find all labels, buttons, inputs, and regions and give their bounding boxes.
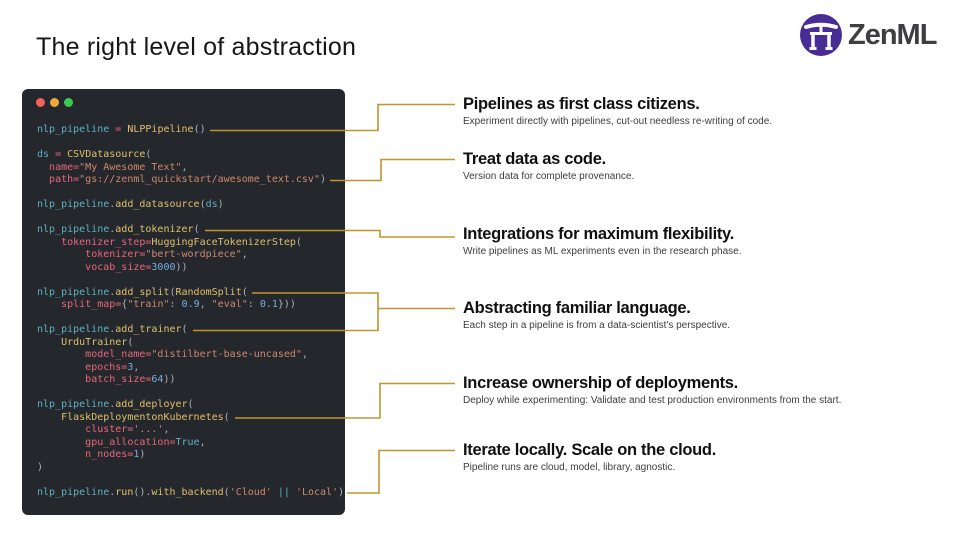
annotation-subtitle: Experiment directly with pipelines, cut-… (463, 116, 773, 127)
annotation-title: Abstracting familiar language. (463, 299, 691, 317)
code-line: tokenizer="bert-wordpiece", (85, 249, 248, 260)
code-line: name="My Awesome Text", (49, 161, 188, 173)
window-close-icon (36, 98, 45, 107)
code-line: FlaskDeploymentonKubernetes( (61, 411, 230, 423)
annotation-item: Integrations for maximum flexibility. Wri… (463, 224, 943, 258)
annotation-item: Abstracting familiar language. Each step … (463, 298, 943, 332)
code-line: nlp_pipeline.add_datasource(ds) (37, 199, 224, 210)
annotation-title: Treat data as code. (463, 150, 606, 168)
page-title: The right level of abstraction (36, 33, 357, 61)
code-editor-window: nlp_pipeline = NLPPipeline() ds = CSVDat… (22, 89, 345, 515)
code-line: nlp_pipeline.add_deployer( (37, 399, 194, 410)
code-line: tokenizer_step=HuggingFaceTokenizerStep( (61, 236, 302, 248)
code-line: model_name="distilbert-base-uncased", (85, 349, 308, 360)
window-controls (36, 98, 73, 107)
code-line: gpu_allocation=True, (85, 436, 206, 448)
logo-text: ZenML (848, 18, 937, 51)
zenml-logo: ZenML (799, 13, 937, 57)
annotation-subtitle: Version data for complete provenance. (463, 171, 635, 182)
code-line: ) (37, 461, 44, 473)
code-line: nlp_pipeline = NLPPipeline() (37, 124, 206, 135)
code-line: nlp_pipeline.add_tokenizer( (37, 224, 200, 235)
code-line: cluster='...', (85, 424, 170, 435)
code-line: epochs=3, (85, 361, 140, 373)
annotation-item: Iterate locally. Scale on the cloud. Pipe… (463, 440, 943, 474)
annotation-subtitle: Write pipelines as ML experiments even i… (463, 246, 742, 257)
annotation-subtitle: Deploy while experimenting: Validate and… (463, 395, 842, 406)
code-line: ds = CSVDatasource( (37, 149, 152, 160)
code-line: UrduTrainer( (61, 336, 134, 348)
window-minimize-icon (50, 98, 59, 107)
window-zoom-icon (64, 98, 73, 107)
annotation-title: Increase ownership of deployments. (463, 374, 738, 392)
annotation-title: Pipelines as first class citizens. (463, 95, 700, 113)
annotation-item: Pipelines as first class citizens. Experi… (463, 94, 943, 128)
torii-gate-icon (800, 14, 842, 56)
annotation-title: Iterate locally. Scale on the cloud. (463, 441, 716, 459)
annotation-title: Integrations for maximum flexibility. (463, 225, 734, 243)
code-line: batch_size=64)) (85, 374, 176, 385)
annotation-subtitle: Pipeline runs are cloud, model, library,… (463, 462, 676, 473)
code-line: path="gs://zenml_quickstart/awesome_text… (49, 174, 327, 185)
annotation-item: Treat data as code. Version data for comp… (463, 149, 943, 183)
code-line: nlp_pipeline.add_trainer( (37, 324, 188, 335)
code-line: nlp_pipeline.add_split(RandomSplit( (37, 286, 248, 298)
code-line: nlp_pipeline.run().with_backend('Cloud' … (37, 486, 345, 498)
annotation-item: Increase ownership of deployments. Deploy… (463, 373, 943, 407)
code-line: n_nodes=1) (85, 449, 146, 460)
code-line: vocab_size=3000)) (85, 261, 188, 273)
code-block: nlp_pipeline = NLPPipeline() ds = CSVDat… (37, 124, 345, 499)
annotation-subtitle: Each step in a pipeline is from a data-s… (463, 320, 731, 331)
